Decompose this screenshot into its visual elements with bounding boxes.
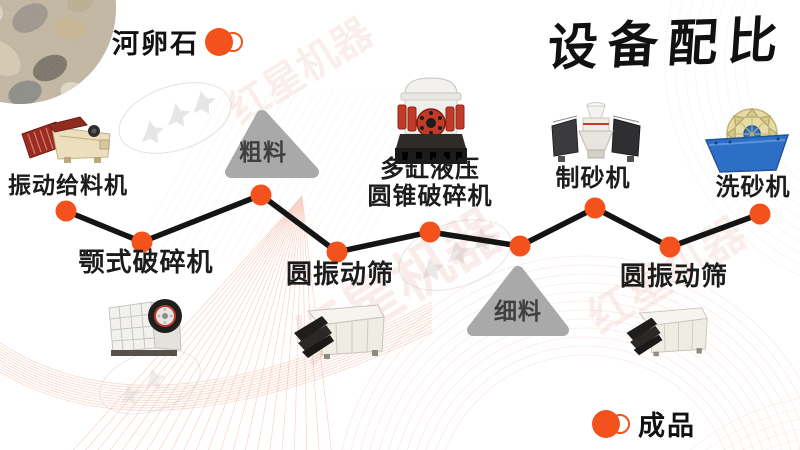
screen-left-label: 圆振动筛 <box>285 259 395 289</box>
sand-maker-label: 制砂机 <box>555 165 631 192</box>
river-pebbles-image <box>0 0 116 104</box>
flow-node-dot <box>659 236 681 258</box>
jaw-crusher-image <box>108 299 182 356</box>
flow-node-dot <box>419 221 441 243</box>
jaw-crusher-label: 颚式破碎机 <box>78 247 214 277</box>
sand-washer-image <box>704 107 790 173</box>
output-product-label: 成品 <box>638 411 696 441</box>
coarse-triangle <box>225 110 319 178</box>
arc-rings-mid <box>341 255 800 450</box>
screen-right-label: 圆振动筛 <box>619 261 729 291</box>
circular-vibrating-screen-left-image <box>294 304 385 359</box>
coarse-material-label: 粗料 <box>239 139 287 165</box>
vibrating-feeder-image <box>21 116 111 163</box>
circular-vibrating-screen-right-image <box>626 307 708 357</box>
flow-node-dot <box>55 200 77 222</box>
flow-node-dot <box>250 184 272 206</box>
flow-node-dot <box>131 231 153 253</box>
double-circle-icon <box>205 26 245 58</box>
sand-maker-image <box>551 102 641 162</box>
input-material-label: 河卵石 <box>112 29 199 59</box>
input-material-tag: 河卵石 <box>112 22 245 61</box>
feeder-label: 振动给料机 <box>8 172 128 198</box>
fan-lines <box>73 195 332 450</box>
sand-washer-label: 洗砂机 <box>715 174 791 201</box>
cone-crusher-image <box>395 77 467 164</box>
fine-triangle <box>467 266 569 336</box>
cone-crusher-label-line1: 多缸液压 <box>380 156 480 183</box>
flow-node-dot <box>584 197 606 219</box>
page-title: 设备配比 <box>545 9 790 78</box>
output-product-tag: 成品 <box>592 404 696 443</box>
cone-crusher-label-line2: 圆锥破碎机 <box>367 183 493 210</box>
flow-node-dot <box>749 203 771 225</box>
arc-rings-topright <box>664 0 800 277</box>
flow-nodes <box>55 184 771 263</box>
fine-material-label: 细料 <box>494 298 542 324</box>
flow-node-dot <box>326 241 348 263</box>
flow-node-dot <box>509 235 531 257</box>
double-circle-icon <box>592 408 632 440</box>
